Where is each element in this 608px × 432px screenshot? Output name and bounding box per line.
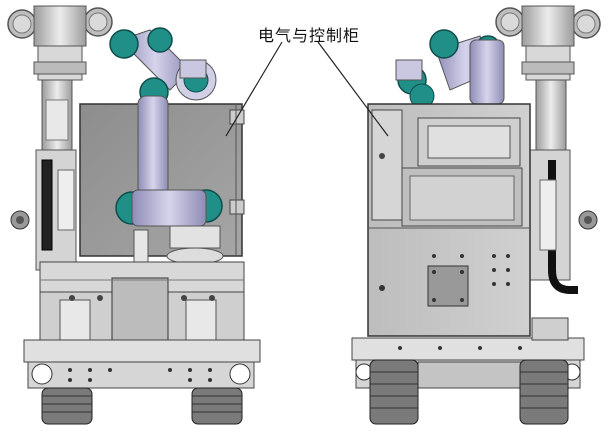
right-robot-rear-view bbox=[351, 5, 601, 425]
leader-line-left bbox=[225, 41, 283, 137]
left-chassis bbox=[23, 261, 261, 425]
control-cabinet bbox=[367, 103, 531, 337]
right-chassis bbox=[351, 317, 585, 425]
callout-leader-lines bbox=[225, 41, 389, 137]
left-camera-pair bbox=[7, 5, 113, 81]
left-robot-front-view bbox=[7, 5, 261, 425]
right-camera-pair bbox=[495, 5, 601, 81]
left-mast-column bbox=[10, 79, 77, 271]
callout-label-cabinet: 电气与控制柜 bbox=[258, 26, 361, 45]
leader-line-right bbox=[317, 41, 389, 137]
right-mast-column bbox=[529, 79, 598, 294]
right-robot-arm bbox=[395, 29, 505, 109]
left-robot-arm bbox=[109, 27, 224, 279]
